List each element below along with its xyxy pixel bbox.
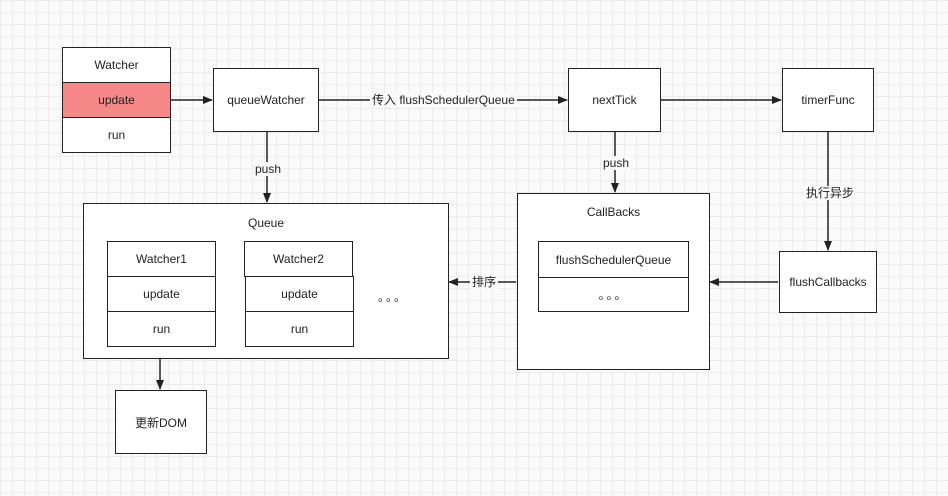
watcher-title-box: Watcher bbox=[62, 47, 171, 83]
watcher2-title: Watcher2 bbox=[273, 252, 324, 266]
watcher2-run-box: run bbox=[245, 311, 354, 347]
timer-func-box: timerFunc bbox=[782, 68, 874, 132]
watcher-title: Watcher bbox=[94, 58, 139, 72]
edge-label-push-callbacks: push bbox=[601, 156, 632, 170]
queue-watcher-box: queueWatcher bbox=[213, 68, 319, 132]
watcher2-update-label: update bbox=[281, 287, 318, 301]
edge-label-exec-async: 执行异步 bbox=[804, 186, 857, 200]
update-dom-box: 更新DOM bbox=[115, 390, 207, 454]
edge-label-push-queue: push bbox=[253, 162, 284, 176]
next-tick-label: nextTick bbox=[592, 93, 637, 107]
callbacks-item-flush-scheduler-queue: flushSchedulerQueue bbox=[538, 241, 689, 278]
watcher1-title-box: Watcher1 bbox=[107, 241, 216, 277]
flush-callbacks-box: flushCallbacks bbox=[779, 251, 877, 313]
watcher1-title: Watcher1 bbox=[136, 252, 187, 266]
watcher2-run-label: run bbox=[290, 322, 309, 336]
callbacks-title: CallBacks bbox=[586, 205, 641, 219]
watcher2-title-box: Watcher2 bbox=[244, 241, 353, 277]
flush-callbacks-label: flushCallbacks bbox=[789, 275, 867, 289]
callbacks-item-ellipsis: 。。。 bbox=[538, 277, 689, 312]
timer-func-label: timerFunc bbox=[801, 93, 855, 107]
callbacks-ellipsis: 。。。 bbox=[598, 288, 629, 302]
watcher-run-box: run bbox=[62, 117, 171, 153]
watcher-update-box: update bbox=[62, 82, 171, 118]
edge-label-pass-in: 传入 flushSchedulerQueue bbox=[370, 93, 517, 107]
watcher-update-label: update bbox=[98, 93, 135, 107]
update-dom-label: 更新DOM bbox=[135, 415, 187, 430]
watcher1-run-label: run bbox=[152, 322, 171, 336]
edge-label-sort: 排序 bbox=[470, 275, 499, 289]
watcher1-run-box: run bbox=[107, 311, 216, 347]
next-tick-box: nextTick bbox=[568, 68, 661, 132]
watcher1-update-label: update bbox=[143, 287, 180, 301]
callbacks-item-label: flushSchedulerQueue bbox=[555, 252, 672, 267]
watcher2-update-box: update bbox=[245, 276, 354, 312]
queue-ellipsis: 。。。 bbox=[378, 290, 409, 304]
watcher1-update-box: update bbox=[107, 276, 216, 312]
queue-watcher-label: queueWatcher bbox=[227, 93, 305, 107]
watcher-run-label: run bbox=[107, 128, 126, 142]
queue-title: Queue bbox=[247, 216, 285, 230]
